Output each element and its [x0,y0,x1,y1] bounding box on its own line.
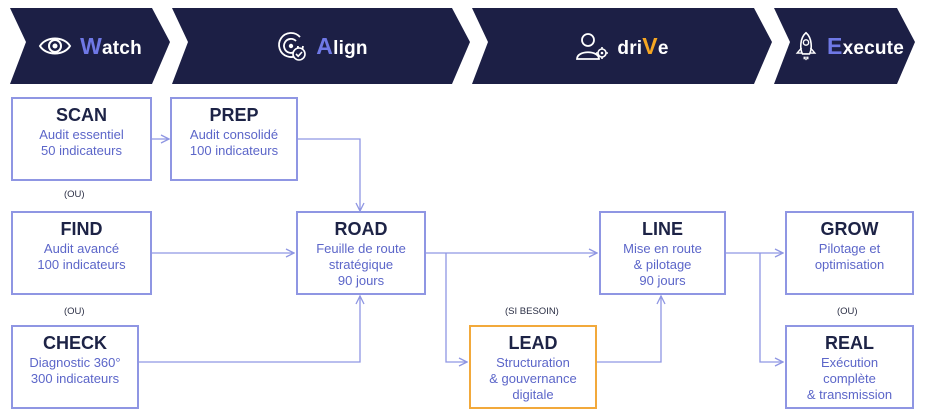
box-real-desc: Exécution complète & transmission [806,355,893,402]
user-gear-icon [576,33,609,60]
arrow-prep-road [298,138,360,211]
box-check: CHECK Diagnostic 360° 300 indicateurs [11,325,139,409]
phase-title-execute: Execute [827,32,904,59]
box-check-desc: Diagnostic 360° 300 indicateurs [29,355,121,386]
phase-title-watch: Watch [80,32,142,59]
box-line-title: LINE [641,219,683,239]
box-grow-title: GROW [820,219,879,239]
box-road-title: ROAD [334,219,388,239]
note-si-besoin: (SI BESOIN) [505,306,559,317]
eye-icon [38,37,72,55]
phase-title-align: Align [316,32,368,59]
phase-title-drive: driVe [617,32,669,59]
note-ou-2: (OU) [64,306,85,317]
box-real: REAL Exécution complète & transmission [785,325,914,409]
box-check-title: CHECK [42,333,107,353]
phase-execute: Execute [774,0,915,84]
box-line: LINE Mise en route & pilotage 90 jours [599,211,726,295]
rocket-icon [795,31,817,61]
box-scan-title: SCAN [55,105,107,125]
box-scan-desc: Audit essentiel 50 indicateurs [39,127,124,158]
box-grow: GROW Pilotage et optimisation [785,211,914,295]
box-real-title: REAL [825,333,874,353]
box-scan: SCAN Audit essentiel 50 indicateurs [11,97,152,181]
box-road-desc: Feuille de route stratégique 90 jours [316,241,406,288]
arrow-lead-line [597,296,661,363]
box-line-desc: Mise en route & pilotage 90 jours [623,241,702,288]
box-prep-desc: Audit consolidé 100 indicateurs [189,127,279,158]
arrow-check-road [139,296,360,363]
box-find: FIND Audit avancé 100 indicateurs [11,211,152,295]
box-grow-desc: Pilotage et optimisation [814,241,885,272]
arrow-line-real [759,253,783,362]
note-ou-1: (OU) [64,189,85,200]
box-road: ROAD Feuille de route stratégique 90 jou… [296,211,426,295]
phase-align: Align [172,0,470,84]
box-lead-title: LEAD [508,333,558,353]
box-lead: LEAD Structuration & gouvernance digital… [469,325,597,409]
box-lead-desc: Structuration & gouvernance digitale [489,355,577,402]
box-prep: PREP Audit consolidé 100 indicateurs [170,97,298,181]
box-find-desc: Audit avancé 100 indicateurs [37,241,126,272]
note-ou-3: (OU) [837,306,858,317]
phase-watch: Watch [10,0,170,84]
phase-drive: driVe [472,0,772,84]
arrow-road-lead [445,253,467,362]
box-find-title: FIND [60,219,103,239]
box-prep-title: PREP [209,105,259,125]
target-check-icon [278,32,307,61]
